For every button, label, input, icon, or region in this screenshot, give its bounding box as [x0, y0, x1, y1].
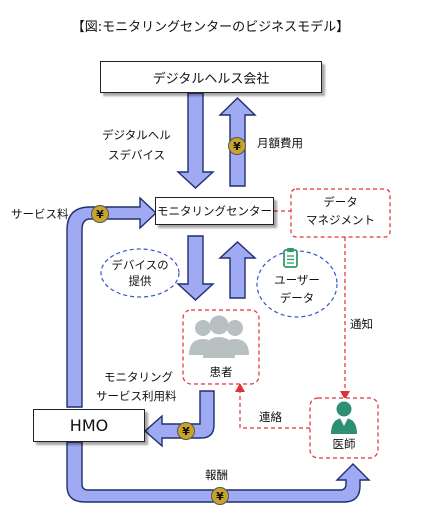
hmo-label: HMO — [69, 416, 109, 435]
data-management-label-line2: マネジメント — [306, 213, 375, 227]
digital-health-device-label-line2: スデバイス — [108, 148, 166, 162]
yen-coin-monthly-fee: ¥ — [228, 137, 246, 155]
arrow-patient-to-center — [218, 241, 257, 299]
device-provision-label-line2: 提供 — [128, 274, 152, 288]
data-management-label-line1: データ — [323, 195, 358, 209]
data-management-frame — [290, 188, 391, 238]
doctor-label: 医師 — [332, 437, 356, 451]
digital-health-company-label: デジタルヘルス会社 — [152, 71, 270, 87]
monitoring-fee-label-line2: サービス利用料 — [96, 389, 177, 403]
monthly-fee-label: 月額費用 — [257, 136, 303, 150]
device-provision-label-line1: デバイスの — [111, 258, 169, 272]
patients-icon — [189, 315, 249, 358]
diagram-title: 【図:モニタリングセンターのビジネスモデル】 — [71, 20, 350, 35]
digital-health-company-box: デジタルヘルス会社 — [100, 61, 322, 93]
yen-coin-monitoring-fee: ¥ — [177, 422, 195, 440]
patient-label: 患者 — [209, 365, 233, 379]
monitoring-fee-label-line1: モニタリング — [104, 370, 173, 384]
hmo-box: HMO — [33, 409, 145, 442]
notification-label: 通知 — [350, 317, 373, 331]
arrowhead-contact — [235, 383, 245, 392]
arrow-center-to-patient — [176, 235, 215, 301]
yen-coin-reward: ¥ — [211, 487, 229, 505]
reward-label: 報酬 — [205, 468, 228, 482]
yen-coin-service-fee: ¥ — [91, 205, 109, 223]
user-data-label-line2: データ — [279, 291, 315, 305]
digital-health-device-label-line1: デジタルヘル — [102, 128, 171, 142]
monitoring-center-box: モニタリングセンター — [155, 197, 274, 225]
arrow-hmo-to-center — [66, 196, 158, 408]
user-data-ellipse — [256, 250, 338, 318]
arrow-patient-to-hmo — [143, 390, 215, 448]
service-fee-label: サービス料 — [11, 207, 69, 221]
connector-contact — [239, 390, 310, 429]
arrowhead-notification — [340, 391, 350, 400]
clipboard-icon — [283, 248, 298, 268]
arrow-device-to-center — [176, 92, 215, 189]
monitoring-center-label: モニタリングセンター — [157, 204, 272, 218]
user-data-label-line1: ユーザー — [274, 273, 320, 287]
doctor-icon — [331, 401, 357, 434]
device-provision-ellipse — [100, 248, 180, 298]
contact-label: 連絡 — [259, 410, 282, 424]
